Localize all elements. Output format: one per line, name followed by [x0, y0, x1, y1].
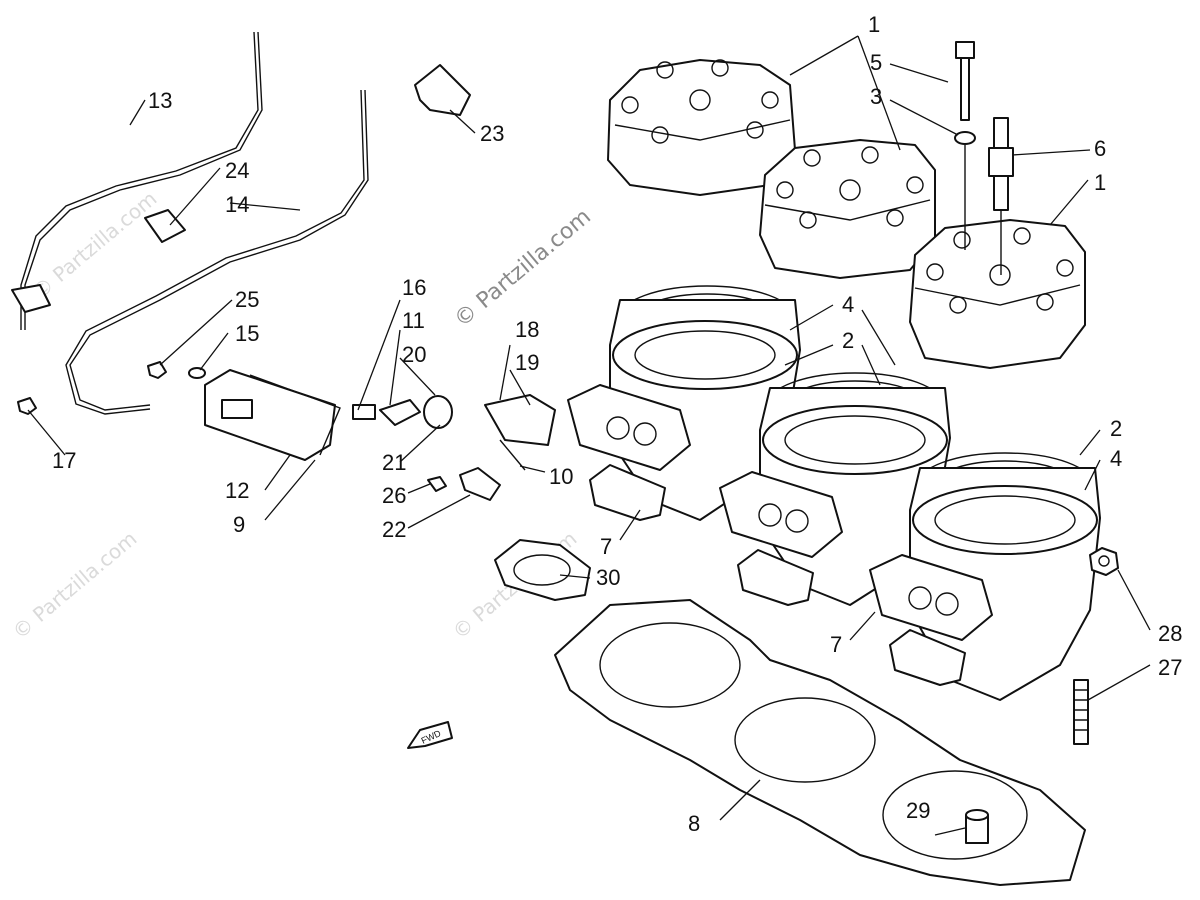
clip: [414, 64, 471, 116]
callout-5: 5: [870, 50, 882, 75]
cable-13: [11, 31, 263, 330]
callout-2-top: 2: [842, 328, 854, 353]
base-gasket: [554, 599, 1086, 886]
callout-3: 3: [870, 84, 882, 109]
callout-10: 10: [549, 464, 573, 489]
spark-plug: [988, 117, 1014, 211]
callout-17: 17: [52, 448, 76, 473]
washer: [954, 131, 976, 145]
callout-20: 20: [402, 342, 426, 367]
callout-23: 23: [480, 121, 504, 146]
leader-lines: [27, 35, 1151, 836]
bolt-17: [17, 397, 37, 415]
screw-26: [427, 476, 447, 492]
callout-12: 12: [225, 478, 249, 503]
fwd-arrow: FWD: [407, 721, 453, 749]
watermark-faint-left: © Partzilla.com: [28, 186, 162, 304]
stud: [1073, 679, 1089, 745]
callout-29: 29: [906, 798, 930, 823]
callout-6: 6: [1094, 136, 1106, 161]
plate: [459, 467, 501, 501]
callout-2-right: 2: [1110, 416, 1122, 441]
cable-connector: [144, 209, 186, 243]
spring: [352, 404, 376, 420]
callout-7-middle: 7: [830, 632, 842, 657]
callout-4-top: 4: [842, 292, 854, 317]
callout-13: 13: [148, 88, 172, 113]
actuator-pin: [499, 439, 526, 471]
valve-cap: [423, 395, 453, 429]
callout-24: 24: [225, 158, 249, 183]
callout-11: 11: [402, 308, 425, 333]
valve-lever: [379, 399, 421, 426]
callout-14: 14: [225, 192, 249, 217]
callout-26: 26: [382, 483, 406, 508]
actuator: [484, 394, 556, 446]
watermark-main: © Partzilla.com: [450, 204, 596, 332]
callout-22: 22: [382, 517, 406, 542]
bolt-25: [147, 361, 167, 379]
cylinder-head-front: [909, 219, 1086, 369]
cylinder-rear: [567, 285, 801, 521]
callout-1-top: 1: [868, 12, 880, 37]
exhaust-gasket: [494, 539, 591, 601]
callout-21: 21: [382, 450, 406, 475]
watermark-faint-bottom-left: © Partzilla.com: [8, 526, 142, 644]
callout-18: 18: [515, 317, 539, 342]
callout-8: 8: [688, 811, 700, 836]
head-bolt: [955, 41, 975, 121]
washer-15: [188, 367, 206, 379]
callout-16: 16: [402, 275, 426, 300]
callout-30: 30: [596, 565, 620, 590]
callout-28: 28: [1158, 621, 1182, 646]
callout-7-left: 7: [600, 534, 612, 559]
cable-14: [65, 89, 369, 415]
cylinder-head-middle: [759, 139, 936, 279]
valve-housing: [204, 369, 341, 461]
cylinder-middle: [719, 372, 951, 606]
callout-27: 27: [1158, 655, 1182, 680]
callout-15: 15: [235, 321, 259, 346]
callout-25: 25: [235, 287, 259, 312]
dowel-pin: [965, 809, 989, 844]
callout-4-right: 4: [1110, 446, 1122, 471]
callout-19: 19: [515, 350, 539, 375]
callout-9: 9: [233, 512, 245, 537]
cylinder-front: [869, 452, 1101, 701]
nut: [1089, 547, 1119, 576]
callout-1-right: 1: [1094, 170, 1106, 195]
